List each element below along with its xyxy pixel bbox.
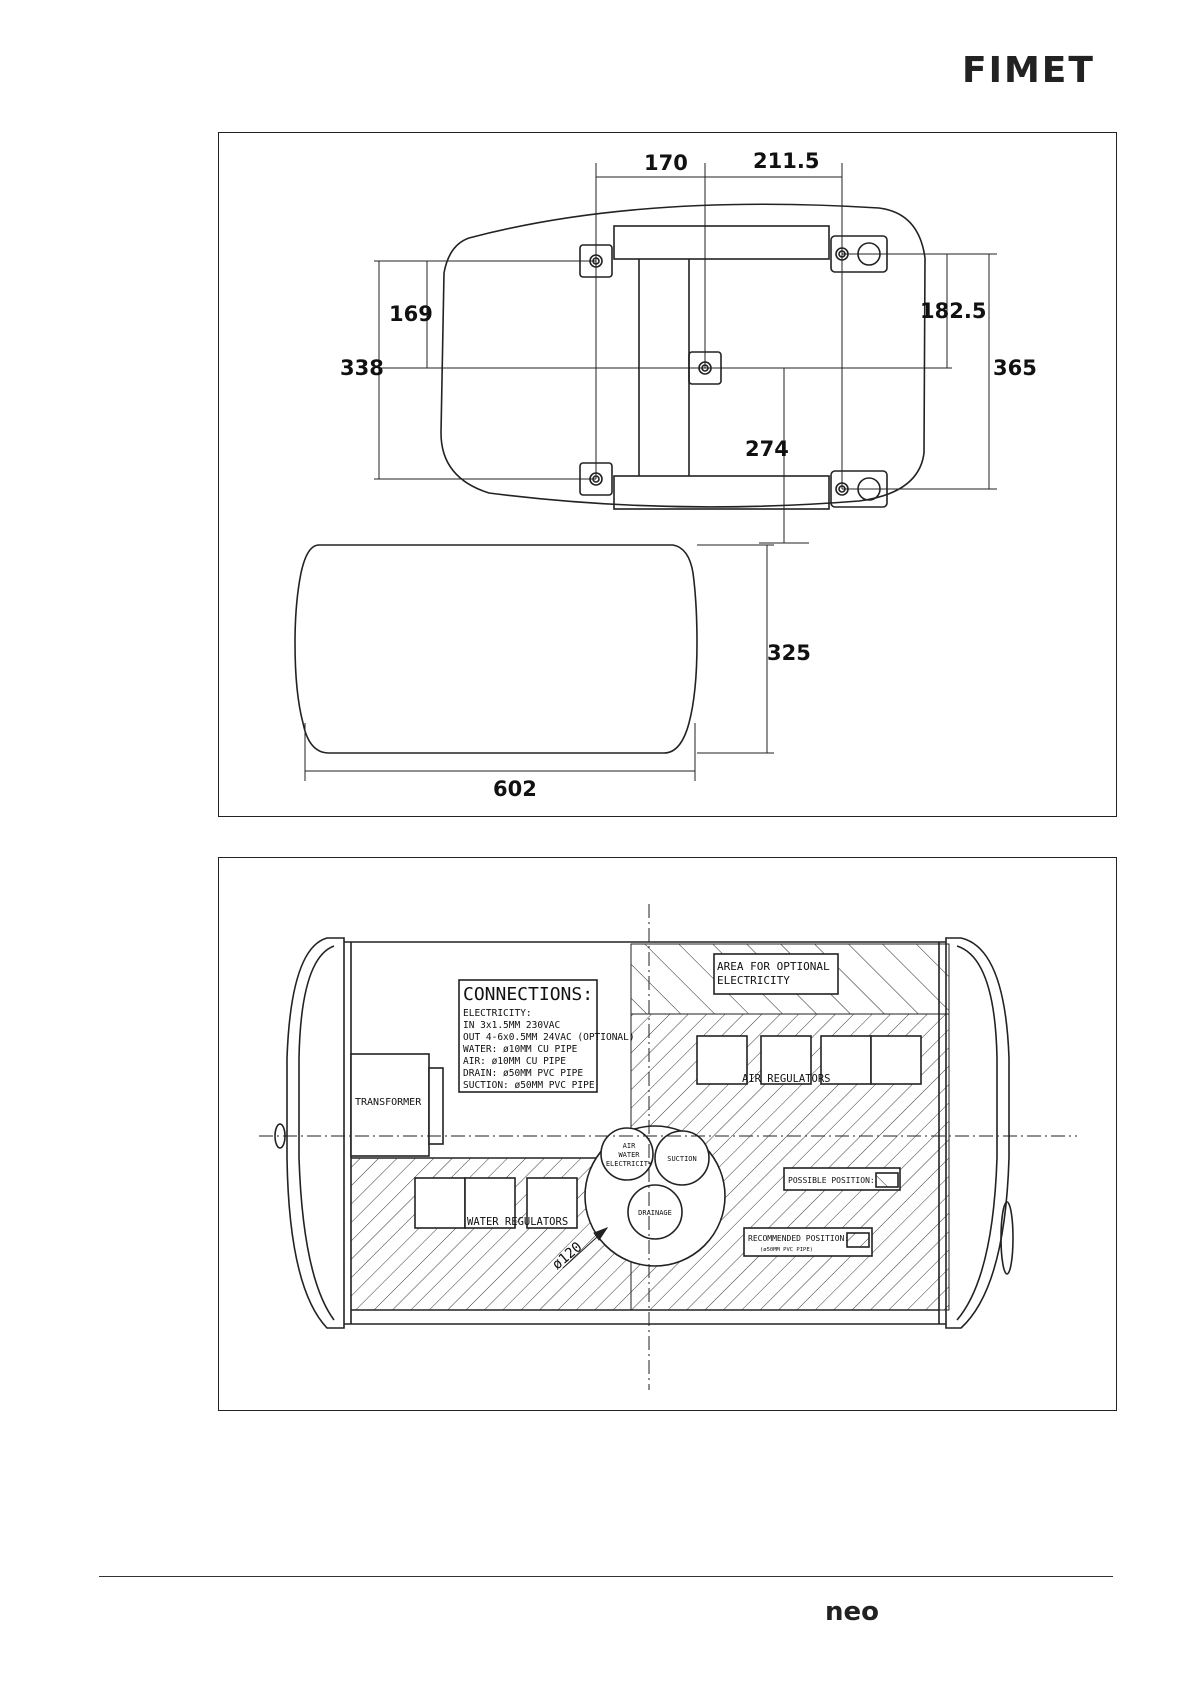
water-regulators-label: WATER REGULATORS bbox=[467, 1216, 568, 1228]
fimet-logo-text: FIMET bbox=[962, 50, 1095, 91]
connections-line-5: AIR: ø10MM CU PIPE bbox=[463, 1056, 566, 1067]
recommended-sub-label: (ø50MM PVC PIPE) bbox=[760, 1247, 813, 1253]
connections-drawing: CONNECTIONS: ELECTRICITY: IN 3x1.5MM 230… bbox=[259, 904, 1077, 1390]
connections-line-2: IN 3x1.5MM 230VAC bbox=[463, 1020, 560, 1031]
circle-air-label: AIR bbox=[623, 1142, 636, 1150]
seat-outline bbox=[294, 544, 698, 754]
transformer bbox=[350, 1053, 430, 1157]
dim-169: 169 bbox=[389, 302, 433, 326]
circle-suction-label: SUCTION bbox=[667, 1155, 697, 1163]
base-dimensions-drawing: 170 211.5 169 338 182.5 365 274 325 602 bbox=[294, 149, 1037, 801]
possible-position-label: POSSIBLE POSITION: bbox=[788, 1176, 875, 1185]
dim-170: 170 bbox=[644, 151, 688, 175]
dim-274: 274 bbox=[745, 437, 789, 461]
dim-182-5: 182.5 bbox=[920, 299, 986, 323]
bottom-rail bbox=[613, 475, 830, 510]
neo-logo-text: neo bbox=[825, 1597, 879, 1626]
left-armrest bbox=[286, 937, 345, 1329]
dim-365: 365 bbox=[993, 356, 1037, 380]
circle-electricity-label: ELECTRICITY bbox=[606, 1160, 653, 1168]
right-armrest bbox=[945, 937, 1010, 1329]
transformer-label: TRANSFORMER bbox=[355, 1097, 422, 1108]
connections-panel: CONNECTIONS: ELECTRICITY: IN 3x1.5MM 230… bbox=[218, 857, 1117, 1411]
circle-water-label: WATER bbox=[618, 1151, 640, 1159]
connections-line-6: DRAIN: ø50MM PVC PIPE bbox=[463, 1068, 583, 1079]
connections-line-1: ELECTRICITY: bbox=[463, 1008, 532, 1019]
area-optional-label-1: AREA FOR OPTIONAL bbox=[717, 960, 830, 973]
connections-title: CONNECTIONS: bbox=[463, 984, 593, 1005]
footer-divider bbox=[99, 1576, 1113, 1577]
chair-base-outline bbox=[440, 203, 926, 508]
base-dimensions-panel: 170 211.5 169 338 182.5 365 274 325 602 bbox=[218, 132, 1117, 817]
dim-211-5: 211.5 bbox=[753, 149, 819, 173]
fimet-logo: FIMET bbox=[962, 50, 1095, 91]
dim-338: 338 bbox=[340, 356, 384, 380]
area-optional-label-2: ELECTRICITY bbox=[717, 974, 790, 987]
connections-box bbox=[458, 979, 598, 1093]
circle-drainage-label: DRAINAGE bbox=[638, 1209, 672, 1217]
recommended-position-label: RECOMMENDED POSITION: bbox=[748, 1234, 849, 1243]
neo-logo: neo bbox=[825, 1597, 879, 1626]
connections-line-3: OUT 4-6x0.5MM 24VAC (OPTIONAL) bbox=[463, 1032, 635, 1043]
dim-325: 325 bbox=[767, 641, 811, 665]
connections-line-4: WATER: ø10MM CU PIPE bbox=[463, 1044, 578, 1055]
connections-line-7: SUCTION: ø50MM PVC PIPE bbox=[463, 1080, 595, 1091]
dim-602: 602 bbox=[493, 777, 537, 801]
air-regulators-label: AIR REGULATORS bbox=[742, 1073, 831, 1085]
top-rail bbox=[613, 225, 830, 260]
